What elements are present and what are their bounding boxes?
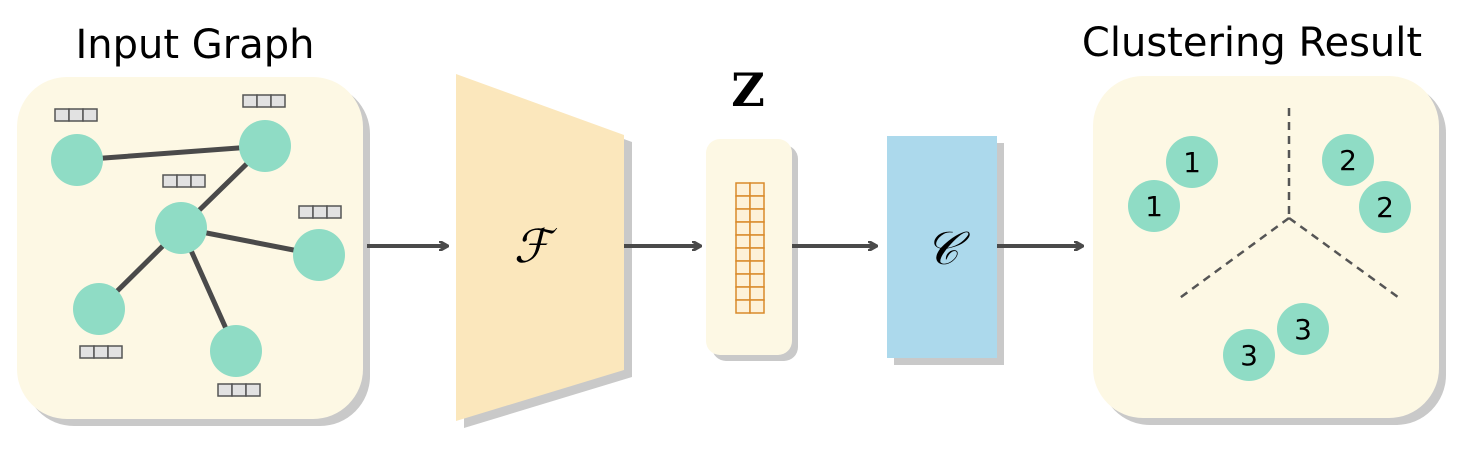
cluster-node: 1: [1166, 136, 1218, 188]
cluster-boundary: [1176, 216, 1290, 302]
cluster-boundary: [1288, 216, 1403, 302]
clustering-result-title: Clustering Result: [1082, 20, 1422, 66]
cluster-boundaries: [1176, 108, 1403, 302]
feature-vector-icon: [54, 108, 98, 122]
feature-vector-icon: [162, 174, 206, 188]
graph-node: [155, 202, 207, 254]
cluster-node-label: 3: [1294, 313, 1312, 346]
embedding-label: Z: [731, 63, 765, 117]
cluster-node: 1: [1128, 180, 1180, 232]
graph-node: [293, 229, 345, 281]
cluster-node-label: 2: [1339, 144, 1357, 177]
cluster-node: 3: [1223, 329, 1275, 381]
embedding-matrix-icon: [735, 182, 765, 314]
cluster-node-label: 3: [1240, 339, 1258, 372]
graph-node: [239, 120, 291, 172]
cluster-node: 2: [1359, 181, 1411, 233]
feature-vector-icon: [79, 345, 123, 359]
cluster-nodes: 1 1 2 2 3 3: [1128, 134, 1411, 381]
graph-node: [73, 283, 125, 335]
graph-nodes: [51, 120, 345, 377]
result-panel: [1093, 76, 1446, 425]
graph-node: [51, 134, 103, 186]
feature-vector-icon: [242, 94, 286, 108]
cluster-node: 2: [1322, 134, 1374, 186]
graph-node: [210, 325, 262, 377]
cluster-node-label: 2: [1376, 191, 1394, 224]
cluster-node-label: 1: [1145, 190, 1163, 223]
input-graph-title: Input Graph: [76, 22, 315, 68]
cluster-node: 3: [1277, 303, 1329, 355]
encoder-trapezoid: [456, 74, 632, 428]
cluster-node-label: 1: [1183, 146, 1201, 179]
node-feature-vectors: [54, 94, 342, 397]
graph-edge: [74, 143, 268, 163]
clusterer-block: [887, 136, 1004, 365]
feature-vector-icon: [217, 383, 261, 397]
feature-vector-icon: [298, 205, 342, 219]
